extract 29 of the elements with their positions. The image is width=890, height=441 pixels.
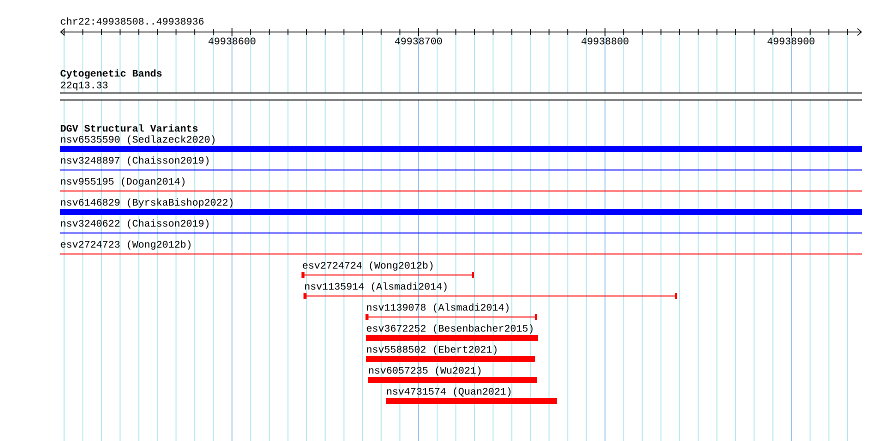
tick-label: 49938700 [395, 38, 442, 44]
location-label: chr22:49938508..49938936 [60, 17, 204, 25]
tick-label: 49938800 [582, 38, 628, 44]
node-label: nsv6146829 (ByrskaBishop2022) [61, 198, 233, 208]
feature-bar: nsv3248897 (Chaisson2019) [60, 156, 863, 170]
feature-bar: nsv1139078 (Alsmadi2014) [366, 303, 537, 320]
feature-bar: nsv6057235 (Wu2021) [368, 366, 537, 383]
track-title: DGV Structural Variants [60, 124, 198, 132]
feature-bar: nsv1135914 (Alsmadi2014) [304, 282, 678, 299]
node-label: nsv6057235 (Wu2021) [369, 366, 481, 376]
node-label: esv3672252 (Besenbacher2015) [366, 324, 533, 334]
feature-bar: nsv4731574 (Quan2021) [386, 387, 557, 404]
feature-bar: nsv3240622 (Chaisson2019) [60, 219, 863, 234]
feature-bar: esv2724723 (Wong2012b) [60, 240, 863, 254]
feature-bar: nsv955195 (Dogan2014) [60, 177, 863, 192]
node-label: nsv1135914 (Alsmadi2014) [305, 282, 447, 292]
node-label: nsv6535590 (Sedlazeck2020) [61, 135, 215, 145]
node-label: nsv4731574 (Quan2021) [387, 387, 511, 397]
node-label: nsv1139078 (Alsmadi2014) [367, 303, 509, 313]
feature-bar: nsv6146829 (ByrskaBishop2022) [60, 198, 862, 215]
feature-bar: nsv6535590 (Sedlazeck2020) [60, 135, 862, 152]
feature-bar: esv2724724 (Wong2012b) [302, 261, 474, 278]
cytoband: 22q13.33 [60, 82, 863, 100]
node-label: esv2724724 (Wong2012b) [302, 261, 433, 271]
tick-label: 49938600 [208, 38, 256, 44]
tick-label: 49938900 [768, 38, 814, 44]
node-label: nsv5588502 (Ebert2021) [367, 345, 497, 355]
feature-bar: nsv5588502 (Ebert2021) [366, 345, 535, 362]
feature-bar: esv3672252 (Besenbacher2015) [366, 324, 538, 341]
